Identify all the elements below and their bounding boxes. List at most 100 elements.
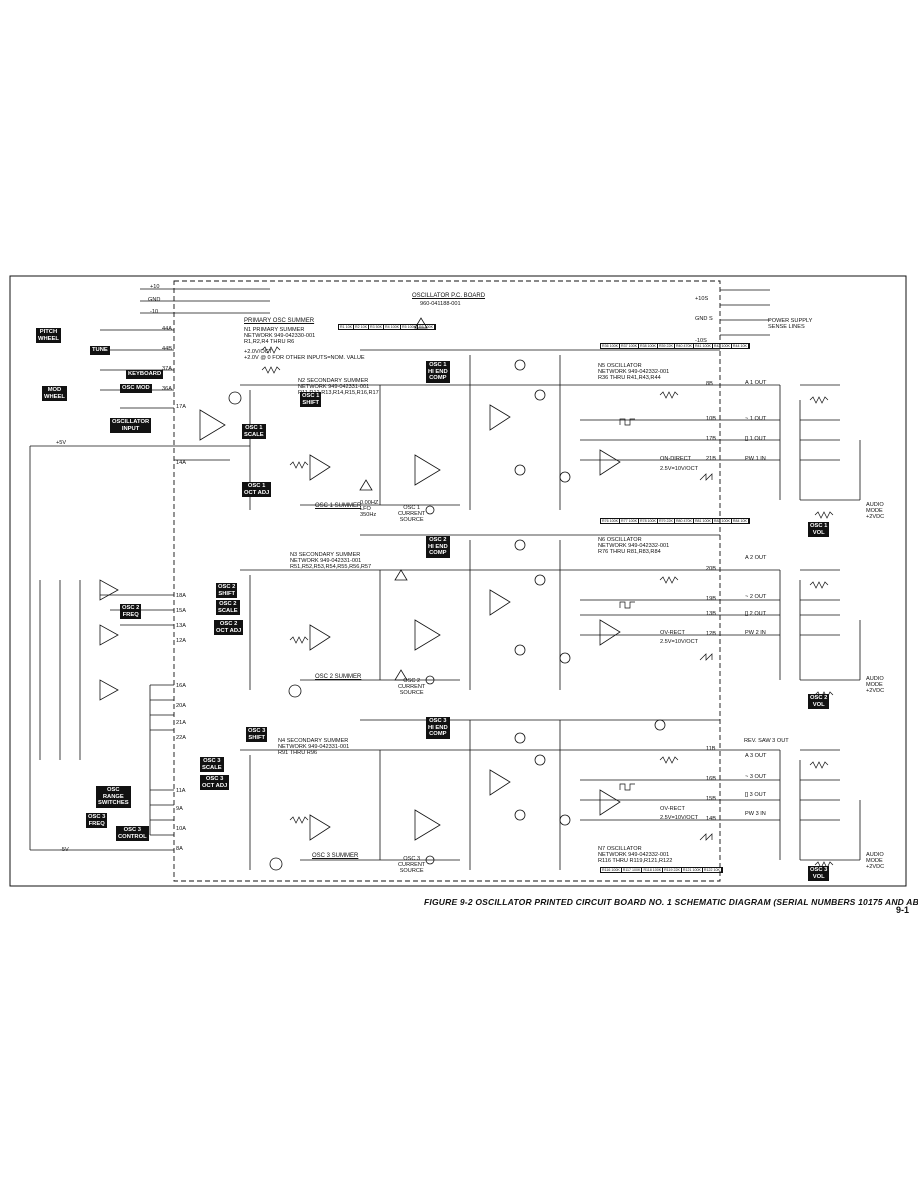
gnd-s-label: GND S	[695, 316, 713, 322]
minus-ten-s-label: -10S	[695, 338, 707, 344]
osc2-hi-end-comp-block: OSC 2 HI END COMP	[426, 536, 450, 558]
ov-rect-label-2: OV-RECT	[660, 630, 685, 636]
pin-label: 11B	[706, 746, 716, 752]
osc3-scale-block: OSC 3 SCALE	[200, 757, 224, 773]
osc3-pw-in: PW 3 IN	[745, 811, 766, 817]
primary-summer-network: N1 PRIMARY SUMMER NETWORK 949-042330-001…	[244, 327, 316, 345]
pin-label: 15B	[706, 796, 716, 802]
pin-label: 13A	[176, 623, 186, 629]
osc3-out-sq: [] 3 OUT	[745, 792, 767, 798]
osc3-oct-adj-block: OSC 3 OCT ADJ	[200, 775, 230, 791]
osc2-out-sq: [] 2 OUT	[745, 611, 767, 617]
osc3-freq-block: OSC 3 FREQ	[86, 813, 108, 829]
ov-rect-label-3: OV-RECT	[660, 806, 685, 812]
pin-label: 14A	[176, 460, 186, 466]
n6-cell: R84 10K	[732, 519, 749, 523]
pin-label: 36A	[162, 386, 172, 392]
power-rails	[174, 288, 270, 461]
keyboard-block: KEYBOARD	[126, 370, 164, 379]
pin-label: 44B	[162, 346, 172, 352]
n7-cell: R116 100K	[602, 868, 622, 872]
osc2-out-tri: ~ 2 OUT	[745, 594, 767, 600]
tune-block: TUNE	[90, 346, 110, 355]
n6-cell: R81 100K	[694, 519, 713, 523]
osc1-summer-title: OSC 1 SUMMER	[315, 503, 362, 509]
pin-label: 17B	[706, 436, 716, 442]
pin-label: 17A	[176, 404, 186, 410]
pin-label: 11A	[176, 788, 186, 794]
audio-mode-1: AUDIO MODE +2VDC	[866, 502, 885, 520]
pin-label: -10	[150, 309, 159, 315]
pin-label: 37A	[162, 366, 172, 372]
n5-cell: R36 100K	[602, 344, 620, 348]
n1-cell: R1 10K	[340, 325, 354, 329]
n5-cell: R43 100K	[713, 344, 732, 348]
pin-label: 9A	[176, 806, 183, 812]
pin-label: 12B	[706, 631, 716, 637]
pin-label: 20A	[176, 703, 186, 709]
n7-cell: R122 10K	[703, 868, 722, 872]
osc-buses	[240, 349, 720, 870]
pin-label: 13B	[706, 611, 716, 617]
osc3-out-tri: ~ 3 OUT	[745, 774, 767, 780]
osc2-oct-adj-block: OSC 2 OCT ADJ	[214, 620, 244, 636]
range-label-3: 2.5V=10V/OCT	[660, 815, 699, 821]
outer-frame	[9, 275, 907, 887]
range-label-1: 2.5V=10V/OCT	[660, 466, 699, 472]
pin-label: 20B	[706, 566, 716, 572]
n5-cell: R44 10K	[732, 344, 749, 348]
pin-label: 19B	[706, 596, 716, 602]
osc2-shift-block: OSC 2 SHIFT	[216, 583, 238, 599]
osc2-freq-block: OSC 2 FREQ	[120, 604, 142, 620]
pin-label: 14B	[706, 816, 716, 822]
osc3-control-block: OSC 3 CONTROL	[116, 826, 149, 842]
n7-cell: R121 100K	[682, 868, 703, 872]
osc2-out-a: A 2 OUT	[745, 555, 767, 561]
n6-cell: R83 100K	[713, 519, 732, 523]
osc1-out-sq: [] 1 OUT	[745, 436, 767, 442]
board-outline	[173, 280, 721, 882]
n1-cell: R6 100K	[419, 325, 435, 329]
osc3-current-source: OSC 3 CURRENT SOURCE	[398, 856, 426, 874]
n7-resistor-table: R116 100K R117 100K R118 100K R119 22K R…	[600, 867, 723, 873]
osc3-out-a: A 3 OUT	[745, 753, 767, 759]
n4-summer-label: N4 SECONDARY SUMMER NETWORK 949-042331-0…	[278, 738, 350, 756]
n5-cell: R39 22K	[658, 344, 675, 348]
pin-label: 21A	[176, 720, 186, 726]
osc-inputs-note: +2.0V/OCT +2.0V @ 0 FOR OTHER INPUTS=NOM…	[244, 349, 365, 361]
osc2-pw-in: PW 2 IN	[745, 630, 766, 636]
pin-label: 8A	[176, 846, 183, 852]
osc1-oct-adj-block: OSC 1 OCT ADJ	[242, 482, 272, 498]
resistors	[261, 346, 834, 869]
n6-cell: R79 22K	[658, 519, 675, 523]
osc1-pw-in: PW 1 IN	[745, 456, 766, 462]
primary-osc-summer-title: PRIMARY OSC SUMMER	[244, 318, 315, 324]
pin-label: +10	[150, 284, 160, 290]
figure-caption: FIGURE 9-2 OSCILLATOR PRINTED CIRCUIT BO…	[424, 897, 918, 907]
audio-mode-3: AUDIO MODE +2VDC	[866, 852, 885, 870]
osc1-out-a: A 1 OUT	[745, 380, 767, 386]
n6-oscillator-label: N6 OSCILLATOR NETWORK 949-042332-001 R76…	[598, 537, 670, 555]
osc2-summer-title: OSC 2 SUMMER	[315, 674, 362, 680]
n7-oscillator-label: N7 OSCILLATOR NETWORK 949-042332-001 R11…	[598, 846, 673, 864]
oscillator-input-block: OSCILLATOR INPUT	[110, 418, 152, 434]
op-amps	[99, 404, 621, 841]
pin-label: GND	[148, 297, 161, 303]
n5-oscillator-label: N5 OSCILLATOR NETWORK 949-042332-001 R36…	[598, 363, 670, 381]
osc3-summer-title: OSC 3 SUMMER	[312, 853, 359, 859]
n6-cell: R80 470K	[675, 519, 694, 523]
osc-range-switches-block: OSC RANGE SWITCHES	[96, 786, 131, 808]
pin-label: 15A	[176, 608, 186, 614]
osc1-shift-block: OSC 1 SHIFT	[300, 392, 322, 408]
page-number: 9-1	[896, 905, 910, 915]
lfo-label: 0.00HZ LFO 350Hz	[360, 500, 379, 518]
pin-label: 44A	[162, 326, 172, 332]
n1-resistor-table: R1 10K R2 10K R3 50K R4 100K R5 100K R6 …	[338, 324, 436, 330]
range-label-2: 2.5V=10V/OCT	[660, 639, 699, 645]
n7-cell: R119 22K	[664, 868, 682, 872]
n5-cell: R38 100K	[639, 344, 658, 348]
mod-wheel-block: MOD WHEEL	[42, 386, 67, 402]
plus-ten-s-label: +10S	[695, 296, 709, 302]
osc-mod-block: OSC MOD	[120, 384, 152, 393]
